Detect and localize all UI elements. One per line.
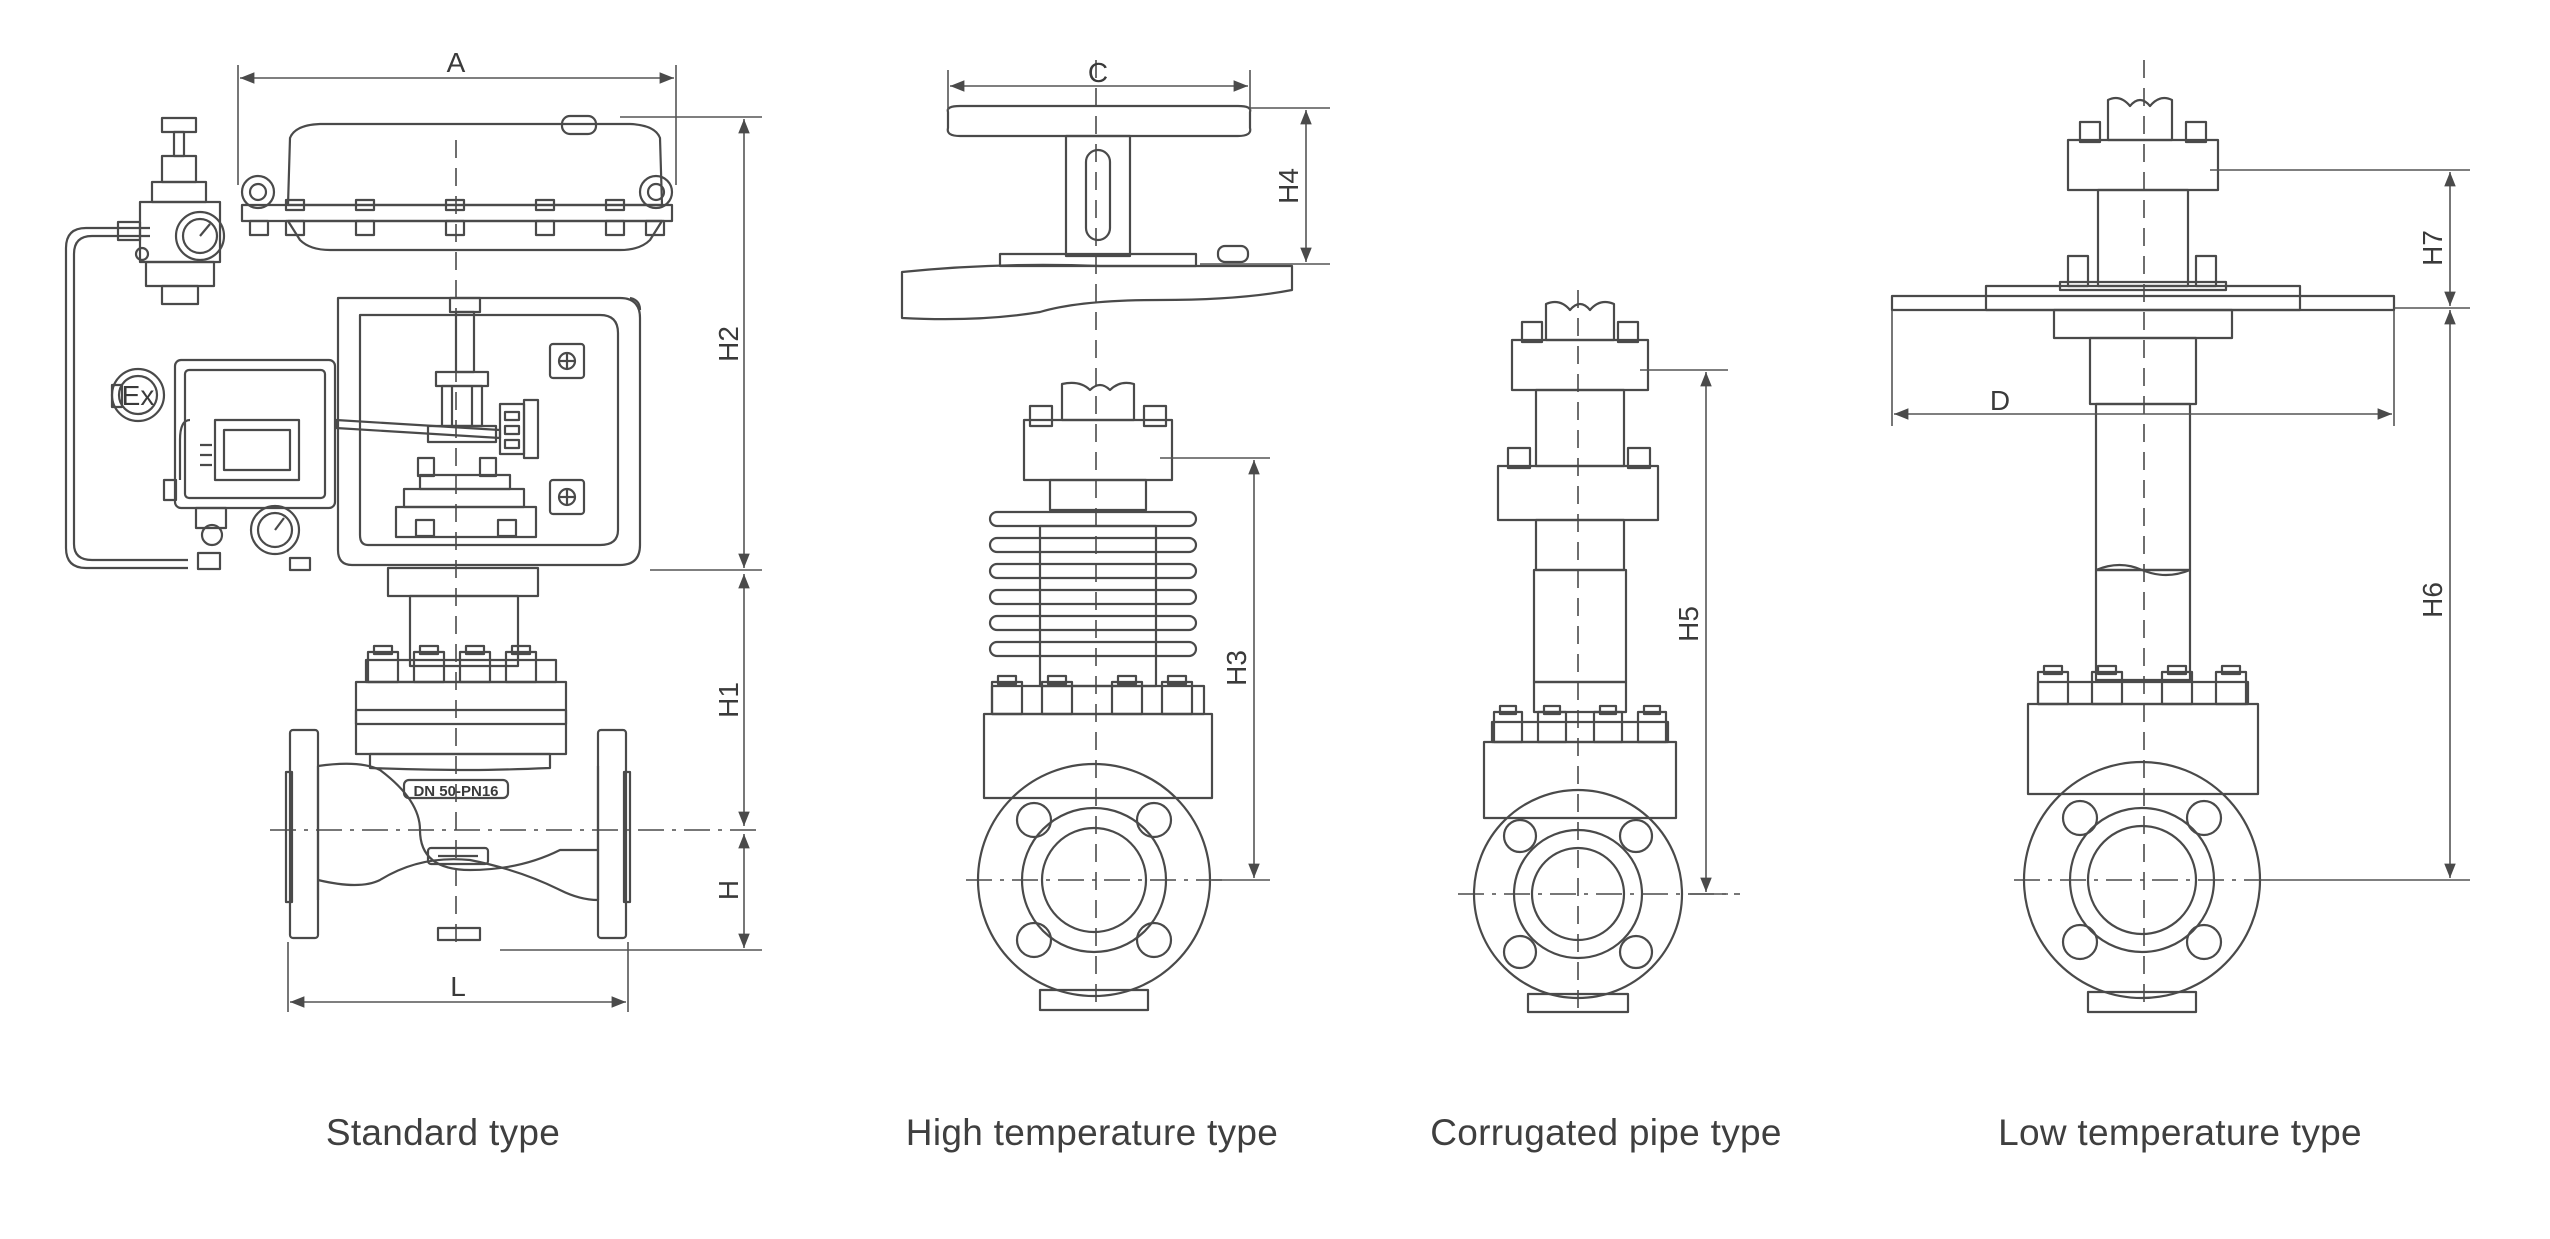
caption-high-temperature-type: High temperature type <box>905 1112 1279 1153</box>
lt-dimensions <box>1891 169 2470 881</box>
corrugated-pipe-type-drawing: H5 <box>1458 290 1740 1014</box>
dim-H5: H5 <box>1673 606 1704 642</box>
ht-dimensions <box>947 70 1330 881</box>
flange-bolts <box>248 198 666 237</box>
dim-H1: H1 <box>713 682 744 718</box>
dim-H3: H3 <box>1221 650 1252 686</box>
diaphragm-actuator <box>240 114 674 252</box>
dim-A: A <box>447 47 466 78</box>
dim-C: C <box>1088 57 1108 88</box>
handwheel-actuator <box>900 104 1294 321</box>
dim-H: H <box>713 880 744 900</box>
dim-H2: H2 <box>713 326 744 362</box>
low-temperature-type-drawing: D H7 H6 <box>1890 60 2470 1014</box>
body-ht <box>976 674 1214 1012</box>
positioner: Ex <box>110 358 337 572</box>
yoke-frame <box>334 296 642 567</box>
dim-H6: H6 <box>2417 582 2448 618</box>
air-tube <box>64 226 188 570</box>
cooling-fins <box>988 510 1198 688</box>
ex-mark: Ex <box>122 380 155 411</box>
dim-H7: H7 <box>2417 230 2448 266</box>
caption-standard-type: Standard type <box>325 1112 561 1153</box>
dim-L: L <box>450 971 466 1002</box>
dim-D: D <box>1990 385 2010 416</box>
standard-type-drawing: Ex DN 50-P <box>64 47 762 1012</box>
corrugated-dimensions <box>1640 369 1728 895</box>
filter-regulator <box>116 116 226 306</box>
caption-corrugated-pipe-type: Corrugated pipe type <box>1430 1112 1782 1153</box>
bonnet <box>354 566 568 756</box>
dim-H4: H4 <box>1273 168 1304 204</box>
bonnet-ht <box>1022 381 1174 512</box>
caption-low-temperature-type: Low temperature type <box>1998 1112 2362 1153</box>
standard-dimensions <box>237 65 762 1012</box>
high-temperature-type-drawing: C H4 H3 <box>900 57 1330 1012</box>
valve-body: DN 50-PN16 <box>284 728 632 942</box>
